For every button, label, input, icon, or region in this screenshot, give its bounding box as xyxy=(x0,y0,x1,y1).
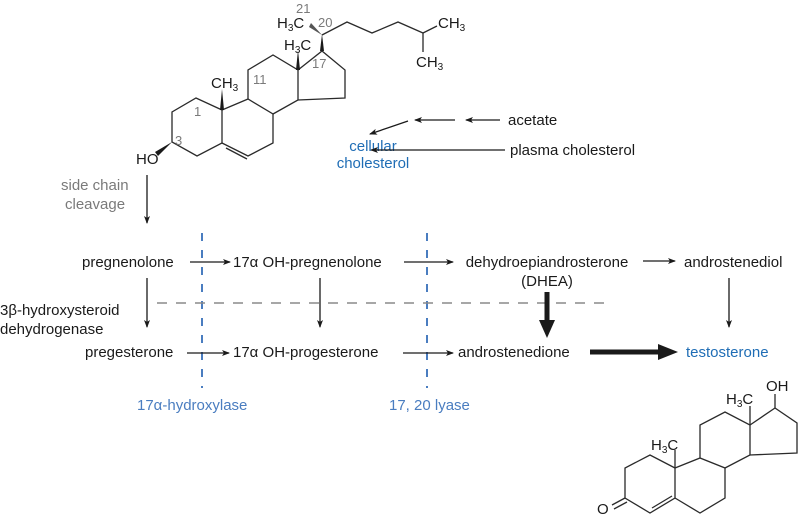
acetate-label: acetate xyxy=(508,112,557,129)
cellular-cholesterol-line1: cellular xyxy=(349,138,397,155)
hsd-label-line2: dehydrogenase xyxy=(0,321,103,338)
hydroxylase-label: 17α-hydroxylase xyxy=(137,397,247,414)
pregnenolone-label: pregnenolone xyxy=(82,254,174,271)
hydroxyl-label: HO xyxy=(136,151,159,168)
t-ring-c xyxy=(699,411,751,469)
terminal-methyl-lower: CH3 xyxy=(416,54,444,73)
t-oxygen-label: O xyxy=(597,501,609,516)
t-carbonyl-bond-2 xyxy=(613,501,628,510)
ring-b xyxy=(221,98,274,157)
cellular-cholesterol-line2: cholesterol xyxy=(337,155,410,172)
side-chain-cleavage-line1: side chain xyxy=(61,177,129,194)
c13-methyl-wedge xyxy=(296,50,300,70)
plasma-cholesterol-label: plasma cholesterol xyxy=(510,142,635,159)
arrow-dhea-to-androstenedione-head xyxy=(539,320,555,338)
carbon-number-17: 17 xyxy=(312,56,326,71)
testosterone-label: testosterone xyxy=(686,344,769,361)
t-ring-a xyxy=(624,454,676,514)
ring-d xyxy=(297,50,346,101)
side-chain xyxy=(321,21,438,36)
cholesterol-sources: acetate plasma cholesterol xyxy=(369,112,635,159)
t-hydroxyl-label: OH xyxy=(766,378,789,395)
t-c10-methyl-label: H3C xyxy=(651,437,678,456)
acetate-arrow-3 xyxy=(369,120,409,135)
t-carbonyl-bond-1 xyxy=(611,497,626,506)
t-c13-methyl-label: H3C xyxy=(726,391,753,410)
carbon-number-1: 1 xyxy=(194,104,201,119)
c3-hydroxyl-wedge xyxy=(155,142,172,156)
t-ring-b xyxy=(674,457,726,514)
side-chain-cleavage-line2: cleavage xyxy=(65,196,125,213)
t-ring-d xyxy=(749,407,798,456)
carbon-number-3: 3 xyxy=(175,133,182,148)
carbon-number-21: 21 xyxy=(296,1,310,16)
androstenediol-label: androstenediol xyxy=(684,254,782,271)
carbon-number-11: 11 xyxy=(253,72,267,87)
arrow-androstenedione-to-testosterone-head xyxy=(658,344,678,360)
carbon-number-20: 20 xyxy=(318,15,332,30)
testosterone-structure: O OH H3C H3C xyxy=(597,378,798,516)
cholesterol-structure: HO CH3 H3C H3C CH3 CH3 1 3 11 17 20 21 c… xyxy=(136,1,466,172)
c13-methyl-label: H3C xyxy=(284,37,311,56)
progesterone-label: pregesterone xyxy=(85,344,173,361)
dhea-label-line2: (DHEA) xyxy=(521,273,573,290)
c10-methyl-label: CH3 xyxy=(211,75,239,94)
oh-pregnenolone-label: 17α OH-pregnenolone xyxy=(233,254,382,271)
oh-progesterone-label: 17α OH-progesterone xyxy=(233,344,378,361)
androstenedione-label: androstenedione xyxy=(458,344,570,361)
dhea-label-line1: dehydroepiandrosterone xyxy=(466,254,629,271)
c20-c21-wedge xyxy=(309,23,322,35)
ring-c xyxy=(247,54,299,115)
hsd-label-line1: 3β-hydroxysteroid xyxy=(0,302,120,319)
lyase-label: 17, 20 lyase xyxy=(389,397,470,414)
terminal-methyl-upper: CH3 xyxy=(438,15,466,34)
c21-methyl-label: H3C xyxy=(277,15,304,34)
double-bond-c5-c6 xyxy=(225,147,248,160)
t-double-bond-c4-c5 xyxy=(651,495,673,509)
c10-methyl-wedge xyxy=(220,89,224,110)
c17-c20-wedge xyxy=(320,34,324,51)
